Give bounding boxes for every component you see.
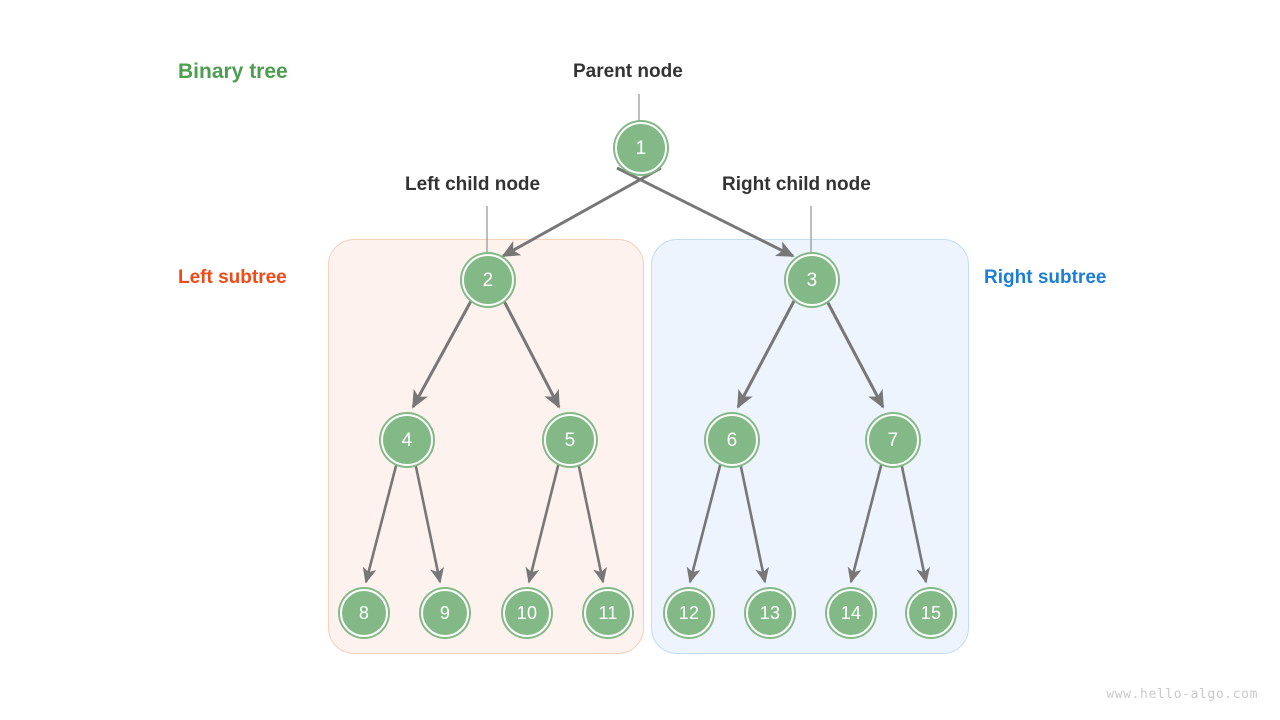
page-title: Binary tree <box>178 60 288 83</box>
tree-node-11: 11 <box>584 589 632 637</box>
tree-node-6: 6 <box>706 414 758 466</box>
watermark: www.hello-algo.com <box>1106 687 1258 702</box>
tree-node-8: 8 <box>340 589 388 637</box>
annotation-parent-node: Parent node <box>573 61 683 82</box>
tree-node-5: 5 <box>544 414 596 466</box>
tree-node-2: 2 <box>462 254 514 306</box>
tree-node-7: 7 <box>867 414 919 466</box>
tree-node-15: 15 <box>907 589 955 637</box>
tree-node-3: 3 <box>786 254 838 306</box>
annotation-right-subtree: Right subtree <box>984 267 1107 288</box>
tree-node-9: 9 <box>421 589 469 637</box>
tree-node-10: 10 <box>503 589 551 637</box>
annotation-right-child-node: Right child node <box>722 174 871 195</box>
annotation-left-child-node: Left child node <box>405 174 541 195</box>
annotation-left-subtree: Left subtree <box>178 267 287 288</box>
tree-node-12: 12 <box>665 589 713 637</box>
tree-node-13: 13 <box>746 589 794 637</box>
tree-node-1: 1 <box>615 122 667 174</box>
tree-node-4: 4 <box>381 414 433 466</box>
tree-node-14: 14 <box>827 589 875 637</box>
